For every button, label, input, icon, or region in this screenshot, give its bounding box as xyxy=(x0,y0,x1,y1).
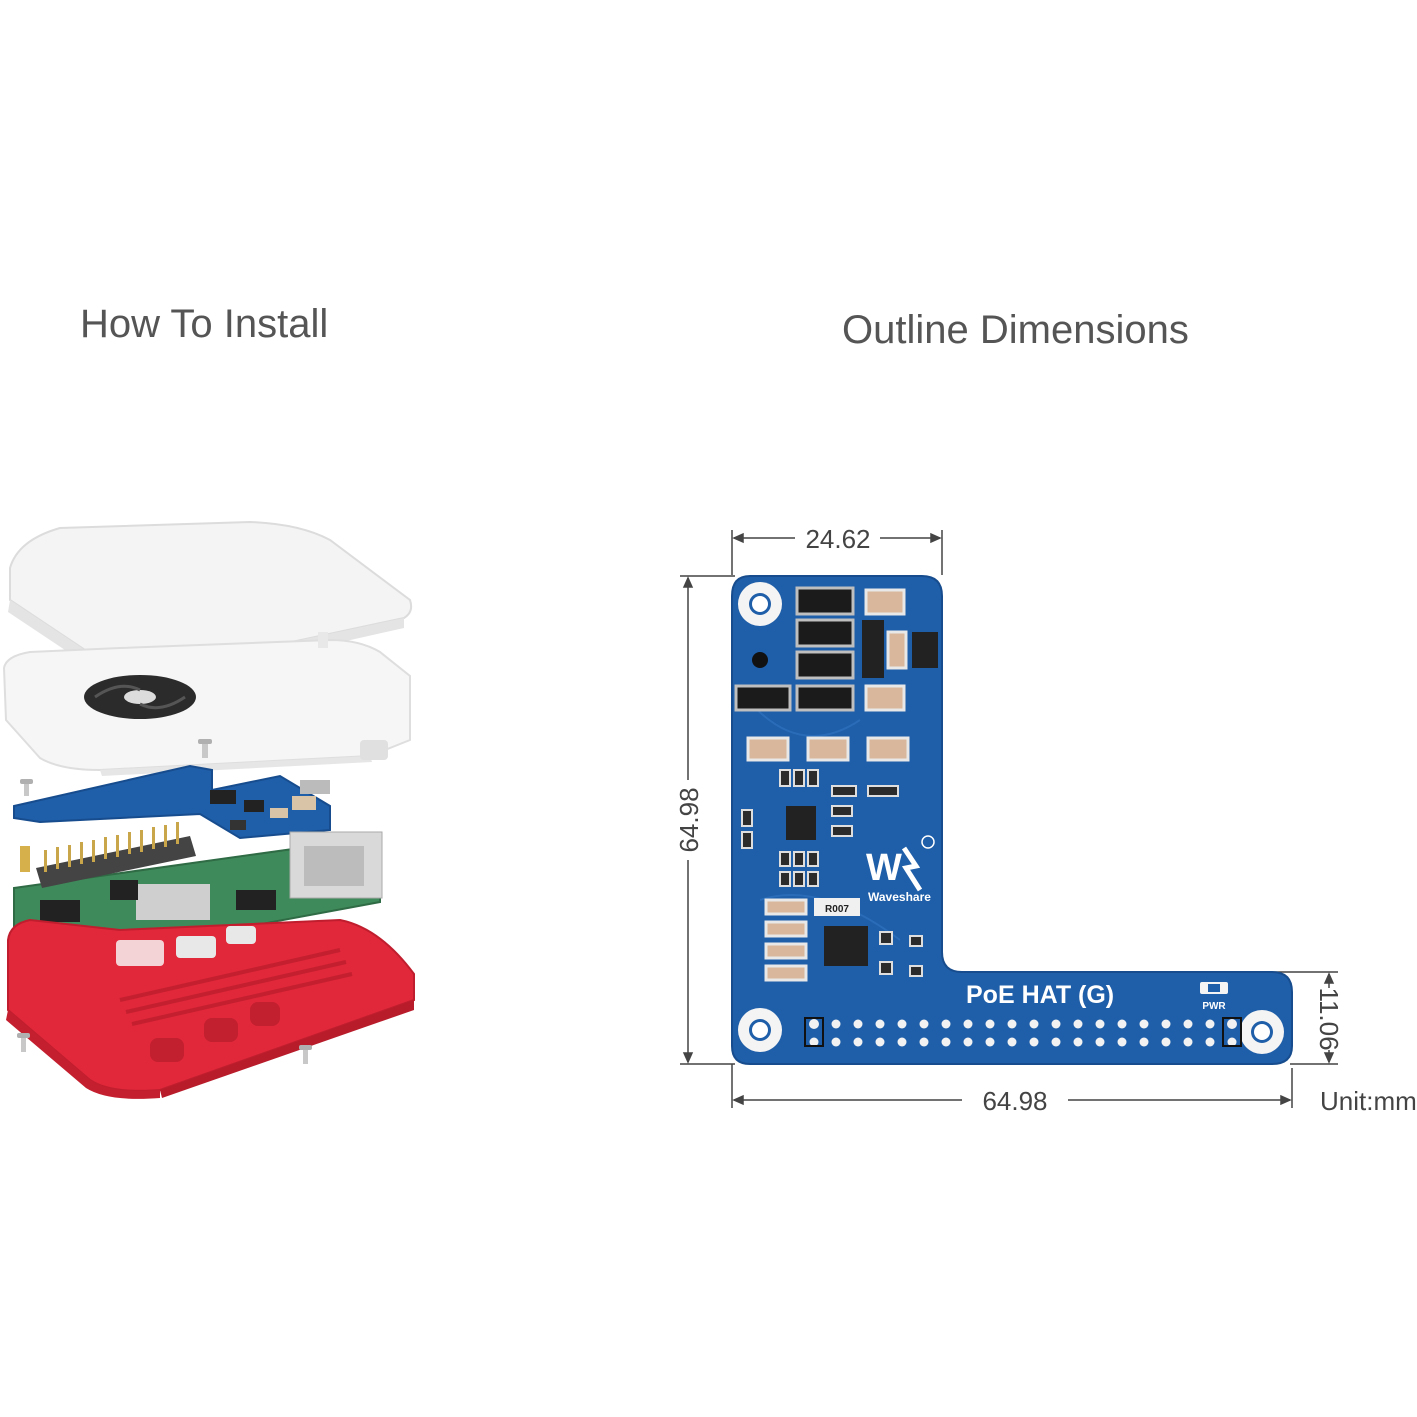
gpio-pin xyxy=(1205,1037,1215,1047)
how-to-install-heading: How To Install xyxy=(80,302,329,346)
gpio-pin xyxy=(809,1019,819,1029)
raspberry-pi-board xyxy=(13,822,383,954)
gpio-pin xyxy=(1227,1037,1237,1047)
gpio-pin xyxy=(1051,1037,1061,1047)
gpio-pin xyxy=(1073,1019,1083,1029)
ic-chip-icon: R007 xyxy=(786,620,938,966)
poe-hat-exploded xyxy=(13,764,331,840)
screw-icon xyxy=(17,1033,312,1064)
gpio-pin xyxy=(1161,1037,1171,1047)
pwr-led-icon: PWR xyxy=(1200,982,1228,1012)
gpio-pin xyxy=(875,1037,885,1047)
pwr-label: PWR xyxy=(1202,1001,1226,1012)
gpio-pin xyxy=(1227,1019,1237,1029)
diode-icon xyxy=(734,586,855,712)
gpio-pin xyxy=(919,1037,929,1047)
outline-dimensions-heading: Outline Dimensions xyxy=(842,308,1189,352)
gpio-pin xyxy=(897,1019,907,1029)
gpio-pin xyxy=(941,1019,951,1029)
gpio-pin xyxy=(1095,1019,1105,1029)
gpio-pin xyxy=(1183,1019,1193,1029)
screw-icon xyxy=(20,739,212,796)
unit-label: Unit:mm xyxy=(1320,1086,1417,1116)
bottom-width-label: 64.98 xyxy=(982,1086,1047,1116)
gpio-pin xyxy=(1183,1037,1193,1047)
gpio-pin xyxy=(1029,1019,1039,1029)
gpio-pin xyxy=(1051,1019,1061,1029)
gpio-pin xyxy=(1117,1019,1127,1029)
outline-diagram: 24.62 64.98 64.98 11.06 Unit:mm xyxy=(674,524,1417,1116)
gpio-pin xyxy=(1073,1037,1083,1047)
install-illustration xyxy=(2,520,415,1099)
mounting-hole-icon xyxy=(738,582,1284,1054)
gpio-pin xyxy=(985,1019,995,1029)
brand-name: Waveshare xyxy=(868,890,931,904)
gpio-pin xyxy=(941,1037,951,1047)
gpio-pin xyxy=(1117,1037,1127,1047)
poe-hat-pcb: R007 xyxy=(731,575,1293,1065)
waveshare-logo: W Waveshare xyxy=(866,835,935,904)
gpio-pin xyxy=(831,1019,841,1029)
gpio-pin xyxy=(1007,1037,1017,1047)
gpio-pin-marker xyxy=(1222,1017,1242,1047)
gpio-pin xyxy=(853,1037,863,1047)
gpio-header xyxy=(804,1017,1242,1047)
logo-mark: W xyxy=(866,847,902,889)
case-base xyxy=(6,918,415,1099)
dimension-lines xyxy=(680,530,1338,1108)
resistor-array-icon xyxy=(741,769,923,977)
gpio-pin xyxy=(919,1019,929,1029)
gpio-pin xyxy=(1205,1019,1215,1029)
gpio-pin xyxy=(1029,1037,1039,1047)
gpio-pin xyxy=(1161,1019,1171,1029)
gpio-pin xyxy=(963,1019,973,1029)
gpio-pin xyxy=(875,1019,885,1029)
chip-label: R007 xyxy=(825,904,849,915)
gpio-pin xyxy=(1139,1037,1149,1047)
gpio-pin xyxy=(853,1019,863,1029)
gpio-pin xyxy=(1007,1019,1017,1029)
gpio-pin xyxy=(1139,1019,1149,1029)
gpio-pin xyxy=(1095,1037,1105,1047)
gpio-pin-marker xyxy=(804,1017,824,1047)
gpio-pin xyxy=(963,1037,973,1047)
left-height-label: 64.98 xyxy=(674,787,704,852)
gpio-pin xyxy=(985,1037,995,1047)
board-name-label: PoE HAT (G) xyxy=(966,981,1114,1009)
gpio-pin xyxy=(809,1037,819,1047)
gpio-pin xyxy=(831,1037,841,1047)
top-width-label: 24.62 xyxy=(805,524,870,554)
gpio-pin xyxy=(897,1037,907,1047)
capacitor-icon xyxy=(746,588,910,982)
right-height-label: 11.06 xyxy=(1314,987,1344,1050)
